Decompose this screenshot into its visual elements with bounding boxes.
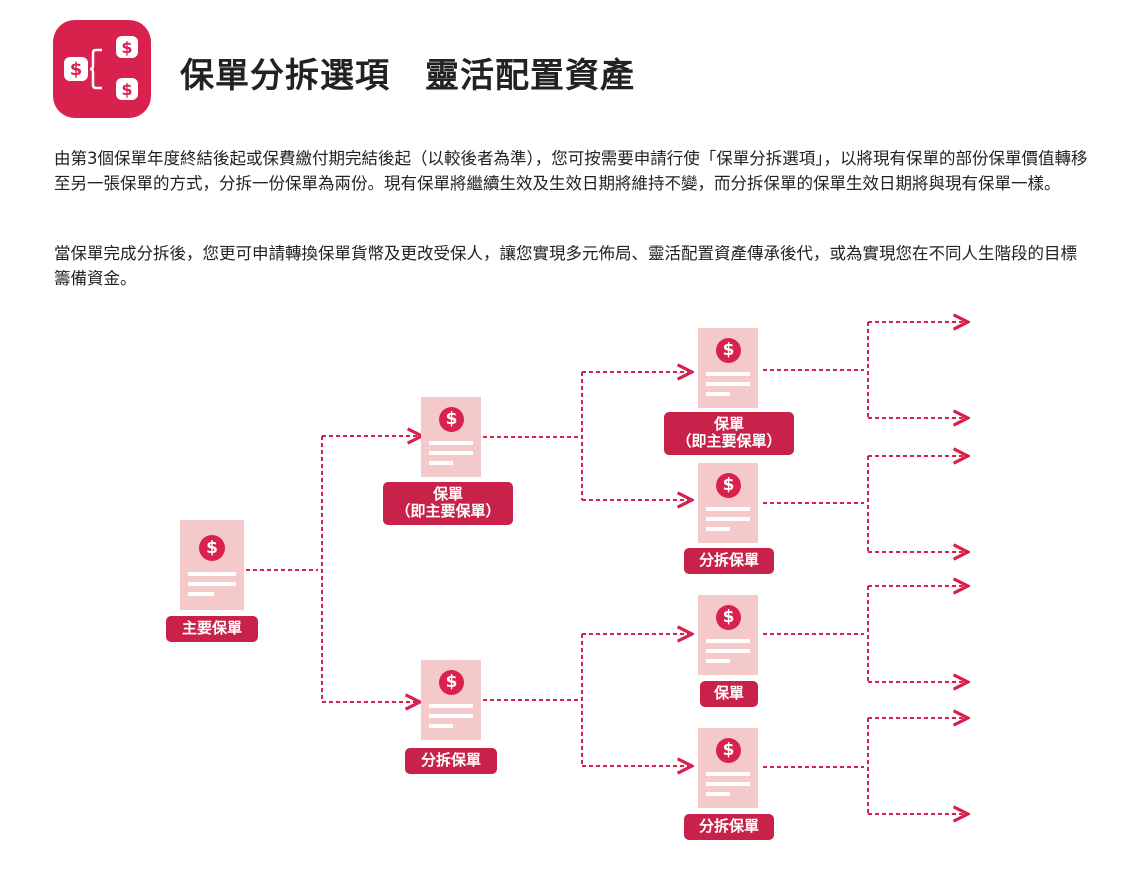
root-policy-document: $ [180,520,244,610]
document-line [706,649,750,653]
level2-split-policy-label-2: 分拆保單 [684,814,774,840]
intro-paragraph: 由第3個保單年度終結後起或保費繳付期完結後起（以較後者為準），您可按需要申請行使… [54,149,1088,193]
policy-split-diagram: $ 主要保單 $ 保單 （即主要保單） $ 分拆保單 $ 保單 （即主要保單） … [0,300,1140,870]
svg-text:$: $ [70,59,83,80]
label-line-2: （即主要保單） [395,502,501,520]
level2-main-policy-document: $ [698,328,758,408]
document-line [706,659,730,663]
level2-main-policy-label: 保單 （即主要保單） [664,412,794,455]
connector-lines [246,300,1140,870]
document-line [706,527,730,531]
document-line [429,441,473,445]
document-line [429,461,453,465]
page-title: 保單分拆選項 靈活配置資產 [180,56,635,96]
level2-split-policy-label: 分拆保單 [684,548,774,574]
dollar-coin-icon: $ [716,605,741,630]
dollar-coin-icon: $ [439,670,464,695]
svg-text:$: $ [121,80,132,99]
level2-policy-document: $ [698,595,758,675]
dollar-coin-icon: $ [716,338,741,363]
document-line [706,382,750,386]
dollar-coin-icon: $ [199,535,225,561]
app-logo: $ $ $ [53,20,151,118]
level1-split-policy-document: $ [421,660,481,740]
document-line [706,782,750,786]
document-line [188,572,236,576]
level2-split-policy-document: $ [698,463,758,543]
document-line [706,792,730,796]
document-line [706,639,750,643]
document-line [429,451,473,455]
root-policy-label: 主要保單 [166,616,258,642]
svg-text:$: $ [121,38,132,57]
label-line-1: 保單 [713,415,744,433]
dollar-coin-icon: $ [716,738,741,763]
level2-policy-label: 保單 [700,681,758,707]
document-line [188,592,214,596]
dollar-split-icon: $ $ $ [64,36,138,100]
document-line [706,772,750,776]
level1-main-policy-document: $ [421,397,481,477]
label-line-2: （即主要保單） [676,432,782,450]
benefit-paragraph: 當保單完成分拆後，您更可申請轉換保單貨幣及更改受保人，讓您實現多元佈局、靈活配置… [54,244,1077,288]
document-line [429,724,453,728]
document-line [429,704,473,708]
label-line-1: 保單 [432,485,463,503]
document-line [706,392,730,396]
document-line [706,372,750,376]
level1-split-policy-label: 分拆保單 [405,748,497,774]
document-line [429,714,473,718]
dollar-coin-icon: $ [716,473,741,498]
dollar-coin-icon: $ [439,407,464,432]
document-line [188,582,236,586]
level1-main-policy-label: 保單 （即主要保單） [383,482,513,525]
level2-split-policy-document-2: $ [698,728,758,808]
document-line [706,517,750,521]
document-line [706,507,750,511]
